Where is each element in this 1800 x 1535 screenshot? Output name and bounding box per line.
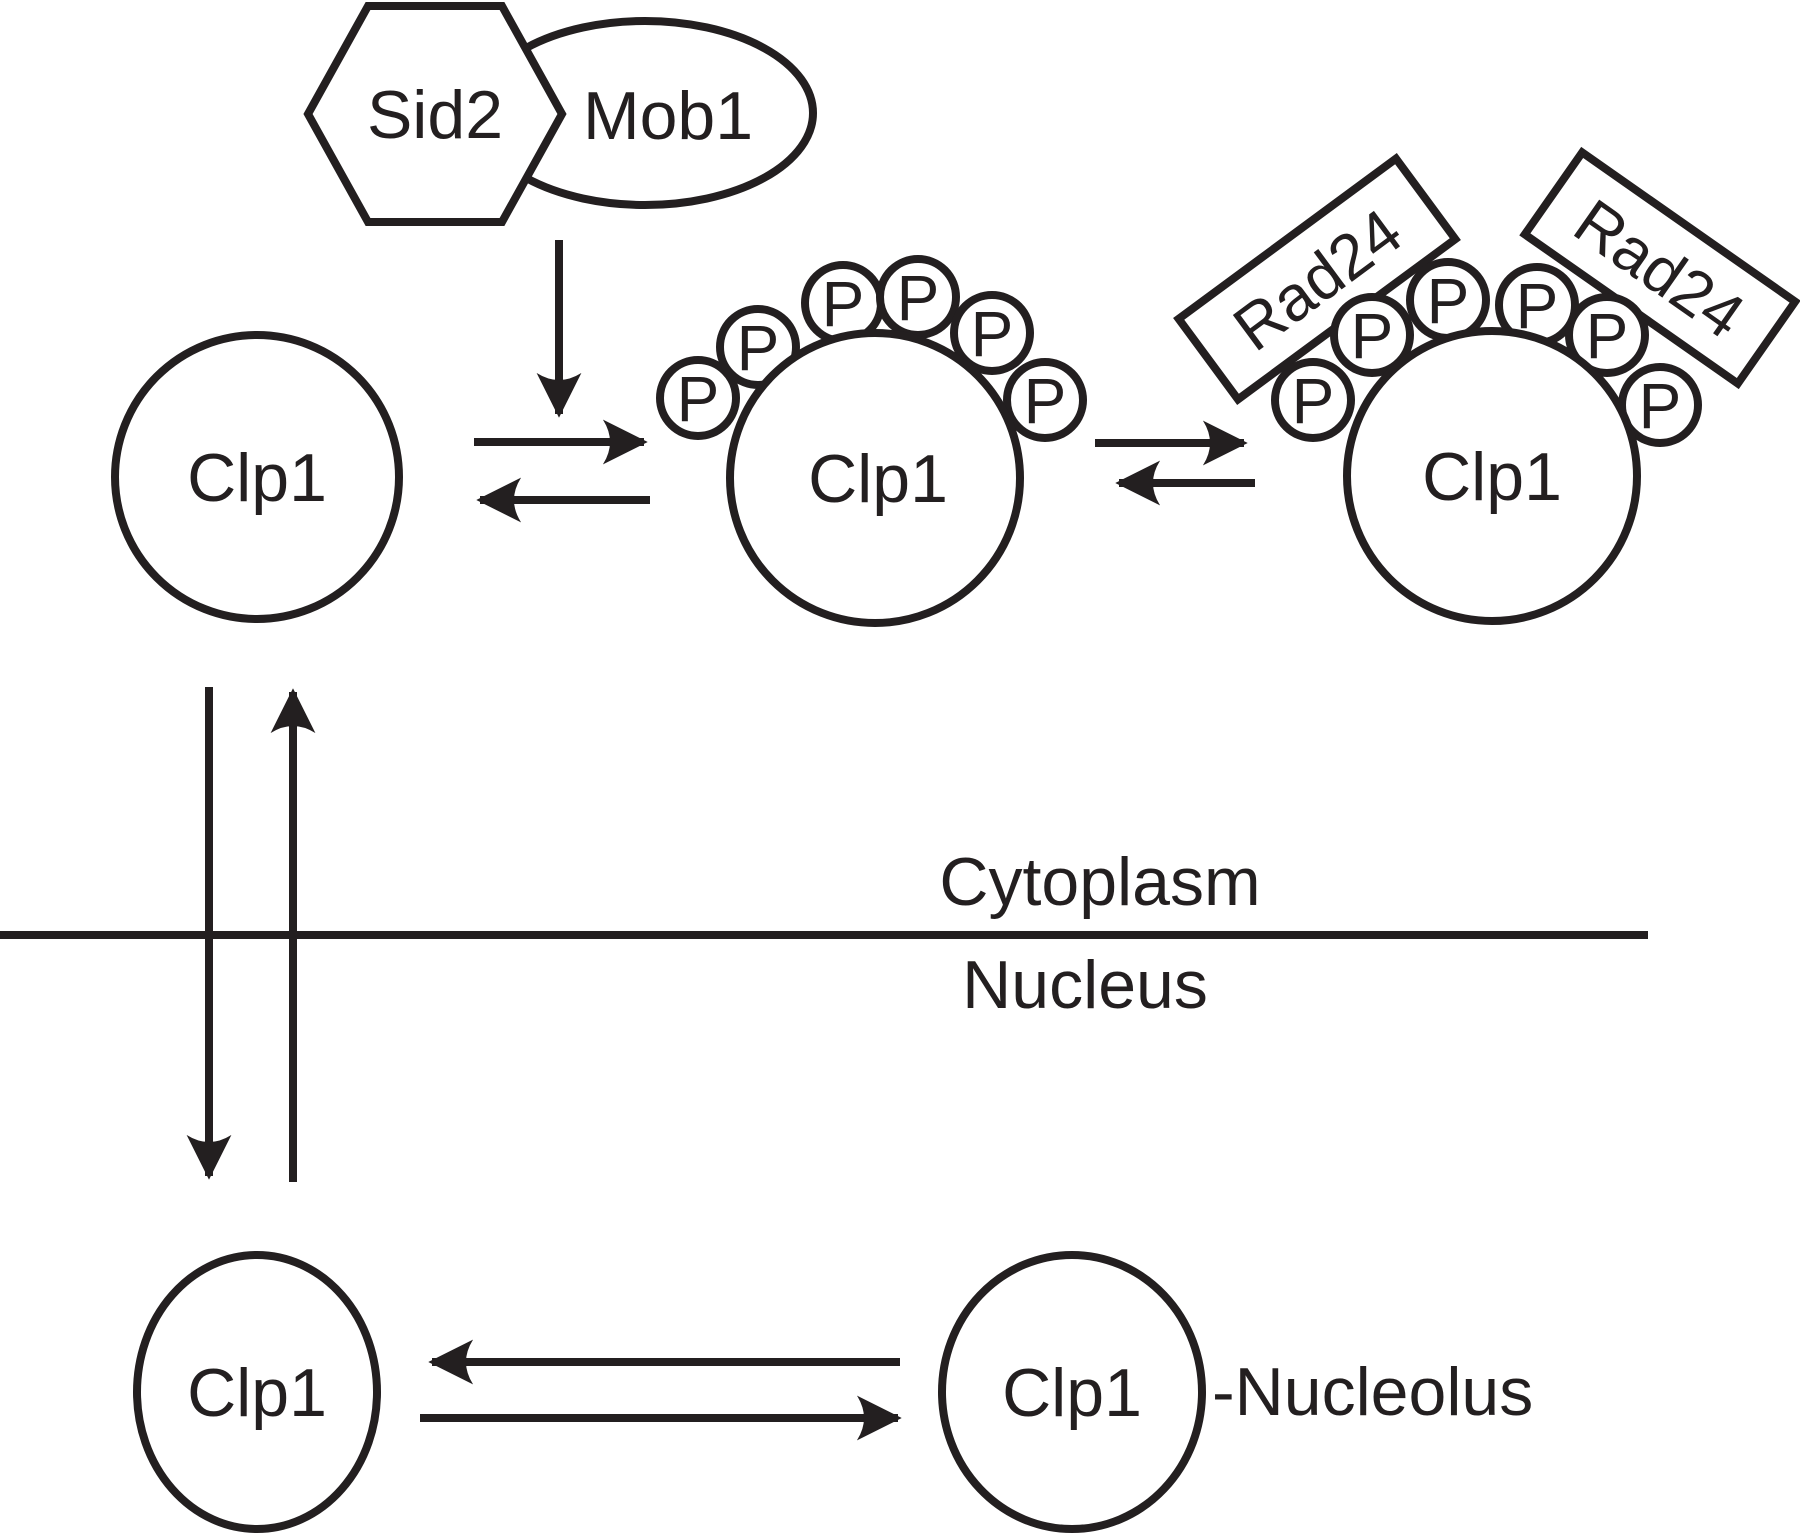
- phosphate-circle: [1003, 358, 1087, 442]
- phosphate-label: P: [677, 363, 720, 435]
- phosphate-badge: P: [1003, 358, 1087, 442]
- phosphate-label: P: [1516, 270, 1559, 342]
- phosphate-circle: [1271, 358, 1355, 442]
- clp1-nucleolar-circle: [938, 1251, 1206, 1533]
- clp1-nuclear-circle: [133, 1251, 381, 1533]
- clp1-nucleolar-label: Clp1: [1002, 1355, 1142, 1431]
- clp1-rad24-bound-label: Clp1: [1422, 439, 1562, 515]
- clp1-nuclear-label: Clp1: [187, 1355, 327, 1431]
- phosphate-label: P: [1292, 365, 1335, 437]
- clp1-phosphorylated-node: P P P P P P Clp1: [656, 255, 1087, 627]
- nucleolus-label: -Nucleolus: [1212, 1354, 1533, 1430]
- phosphate-circle: [950, 291, 1034, 375]
- phosphate-label: P: [1586, 300, 1629, 372]
- compartment-divider: Cytoplasm Nucleus: [0, 844, 1648, 1023]
- phosphate-badge: P: [950, 291, 1034, 375]
- phosphate-circle: [876, 255, 960, 339]
- phosphate-label: P: [1351, 300, 1394, 372]
- phosphate-badge: P: [1565, 293, 1649, 377]
- clp1-rad24-bound-circle: [1343, 327, 1641, 625]
- phosphate-label: P: [1024, 365, 1067, 437]
- phosphate-label: P: [1639, 370, 1682, 442]
- clp1-cytoplasmic-node: Clp1: [111, 331, 403, 623]
- sid2-mob1-kinase-complex: Sid2 Mob1: [303, 2, 817, 226]
- nucleus-label: Nucleus: [962, 947, 1208, 1023]
- clp1-nuclear-node: Clp1: [133, 1251, 381, 1533]
- phosphate-label: P: [971, 298, 1014, 370]
- phosphate-badge: P: [716, 305, 800, 389]
- clp1-phosphorylated-circle: [726, 329, 1024, 627]
- phosphate-badge: P: [656, 356, 740, 440]
- clp1-cytoplasmic-label: Clp1: [187, 440, 327, 516]
- phosphate-circle: [656, 356, 740, 440]
- clp1-cytoplasmic-circle: [111, 331, 403, 623]
- phosphate-label: P: [822, 268, 865, 340]
- phosphate-badge: P: [1406, 258, 1490, 342]
- phosphate-badge: P: [876, 255, 960, 339]
- clp1-phosphorylated-label: Clp1: [808, 441, 948, 517]
- mob1-label: Mob1: [583, 78, 753, 154]
- sid2-hexagon: [303, 2, 567, 226]
- phosphate-label: P: [897, 262, 940, 334]
- clp1-nucleolar-node: Clp1 -Nucleolus: [938, 1251, 1533, 1533]
- cytoplasm-label: Cytoplasm: [939, 844, 1260, 920]
- phosphate-badge: P: [1330, 293, 1414, 377]
- sid2-label: Sid2: [367, 77, 503, 153]
- phosphate-label: P: [1427, 265, 1470, 337]
- phosphate-circle: [1565, 293, 1649, 377]
- phosphate-circle: [1330, 293, 1414, 377]
- clp1-rad24-bound-node: Rad24 Rad24 P P P P P P C: [1173, 146, 1800, 625]
- phosphate-badge: P: [1271, 358, 1355, 442]
